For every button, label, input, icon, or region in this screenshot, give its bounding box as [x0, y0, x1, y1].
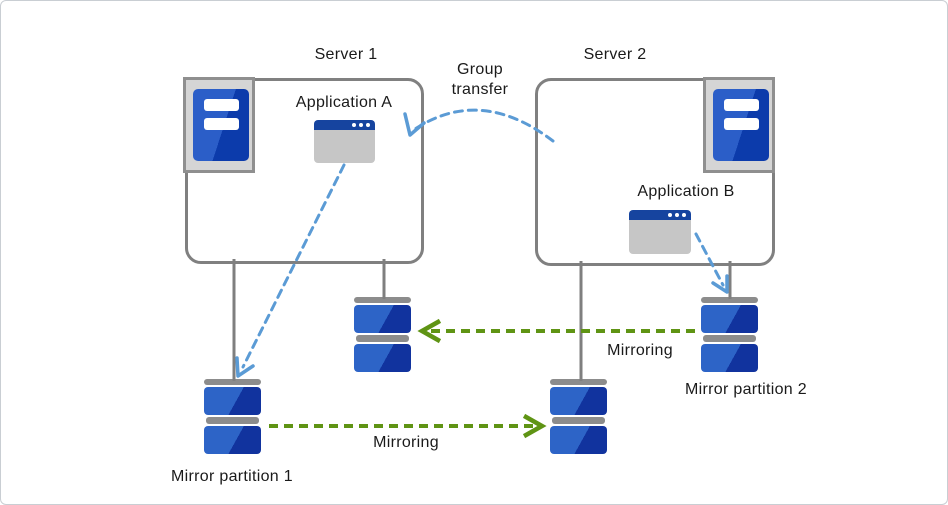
server-tower-icon — [193, 89, 249, 161]
mirroring-label-top: Mirroring — [607, 342, 673, 359]
mirror-partition-2-label: Mirror partition 2 — [685, 381, 807, 398]
mirror-partition-2-disk-icon — [701, 297, 758, 374]
server-slot-icon — [204, 118, 239, 130]
window-dot-icon — [675, 213, 679, 217]
mirroring-arrowhead-right-icon — [522, 413, 547, 439]
disk-stack-icon-under-server2 — [550, 379, 607, 456]
server1-server-icon — [183, 77, 255, 173]
window-dot-icon — [682, 213, 686, 217]
window-body — [629, 220, 691, 254]
server2-label: Server 2 — [583, 46, 647, 63]
application-a-label: Application A — [295, 94, 393, 111]
application-b-window-icon — [629, 210, 691, 254]
disk-platter — [701, 344, 758, 372]
application-a-arrowhead-icon — [235, 356, 255, 378]
disk-platter — [550, 426, 607, 454]
disk-platter — [354, 344, 411, 372]
server-slot-icon — [204, 99, 239, 111]
mirror-partition-1-label: Mirror partition 1 — [171, 468, 293, 485]
window-titlebar — [629, 210, 691, 220]
server1-label: Server 1 — [314, 46, 378, 63]
window-titlebar — [314, 120, 375, 130]
window-dot-icon — [352, 123, 356, 127]
disk-cap — [550, 379, 607, 385]
mirroring-label-bottom: Mirroring — [373, 434, 439, 451]
group-transfer-arrow — [413, 108, 555, 143]
disk-platter — [204, 387, 261, 415]
group-transfer-label: Group transfer — [451, 61, 509, 98]
window-dot-icon — [668, 213, 672, 217]
disk-cap — [552, 417, 605, 424]
window-body — [314, 130, 375, 163]
server-slot-icon — [724, 99, 759, 111]
disk-cap — [356, 335, 409, 342]
disk-cap — [703, 335, 756, 342]
disk-cap — [206, 417, 259, 424]
disk-stack-icon-under-server1 — [354, 297, 411, 374]
window-dot-icon — [359, 123, 363, 127]
disk-cap — [354, 297, 411, 303]
mirror-partition-1-disk-icon — [204, 379, 261, 456]
server2-server-icon — [703, 77, 775, 173]
application-b-label: Application B — [637, 183, 735, 200]
application-b-arrowhead-icon — [711, 274, 729, 294]
server-tower-icon — [713, 89, 769, 161]
disk-platter — [701, 305, 758, 333]
application-a-window-icon — [314, 120, 375, 163]
disk-platter — [354, 305, 411, 333]
disk-platter — [550, 387, 607, 415]
disk-cap — [204, 379, 261, 385]
mirroring-arrowhead-left-icon — [417, 318, 442, 344]
disk-platter — [204, 426, 261, 454]
server-slot-icon — [724, 118, 759, 130]
disk-cap — [701, 297, 758, 303]
window-dot-icon — [366, 123, 370, 127]
